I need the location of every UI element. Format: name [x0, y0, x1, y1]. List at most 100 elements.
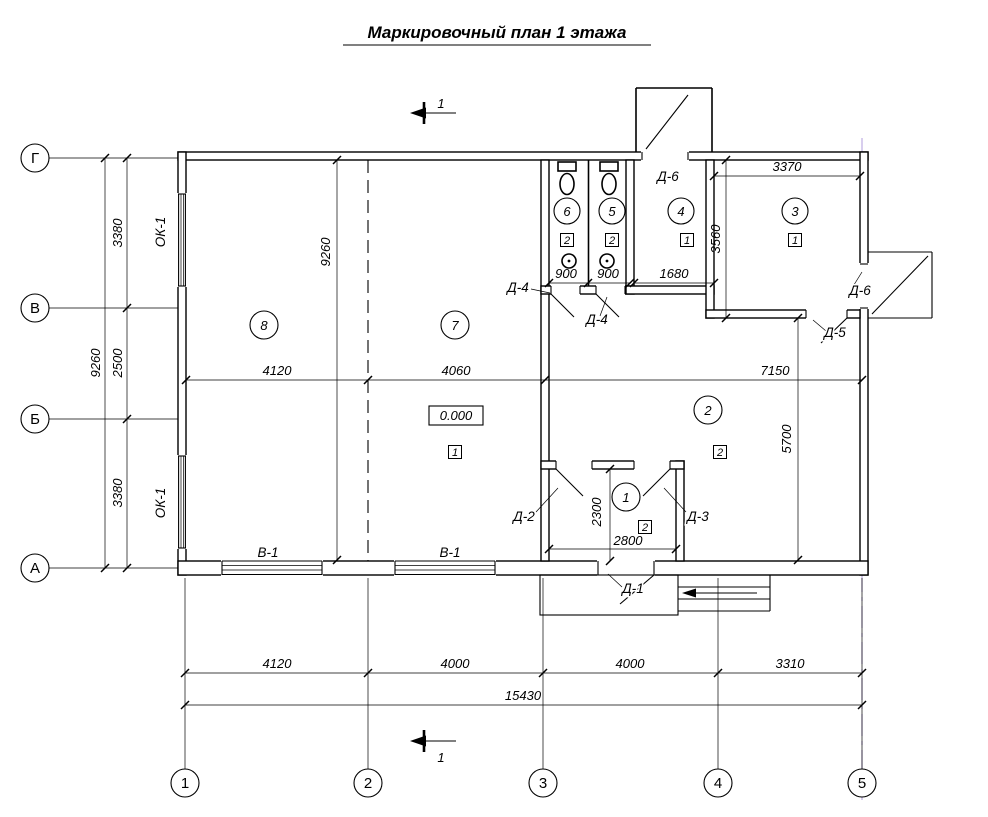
sink-drain-icon	[605, 259, 609, 263]
door-openings	[550, 151, 869, 577]
room-circle-8	[249, 310, 279, 340]
toilet-icon	[559, 172, 575, 196]
dim-room4-width: 1680	[660, 266, 690, 281]
room-circle-2	[693, 395, 723, 425]
elevation-value: 0.000	[440, 408, 473, 423]
dim-vestibule-width: 2800	[613, 533, 644, 548]
door-label-d2: Д-2	[511, 509, 535, 524]
dim-room2-height: 5700	[779, 424, 794, 454]
room-number-7: 7	[451, 318, 459, 333]
dim-room3-width: 3370	[773, 159, 803, 174]
row-axes: Г В Б А	[20, 143, 186, 583]
room-circle-5	[598, 197, 626, 225]
axis-circle-5	[847, 768, 877, 798]
elevation-mark: 0.000	[428, 405, 484, 426]
axis-circle-1	[170, 768, 200, 798]
toilet-icon	[599, 161, 619, 172]
axis-label-2: 2	[364, 775, 372, 792]
section-label-top: 1	[437, 96, 444, 111]
outer-walls	[177, 151, 869, 576]
axis-circle-g	[20, 143, 50, 173]
room-circle-4	[667, 197, 695, 225]
dim-interior-height: 9260	[318, 237, 333, 267]
floor-type-value: 2	[608, 235, 615, 247]
axis-circle-4	[703, 768, 733, 798]
axis-label-3: 3	[539, 775, 547, 792]
dim-bottom-3: 4000	[616, 656, 646, 671]
axis-circle-b	[20, 404, 50, 434]
floor-type-square	[605, 233, 619, 247]
section-mark-bottom: 1	[410, 730, 456, 765]
axis-label-b: Б	[30, 411, 40, 428]
section-arrow-icon	[410, 107, 426, 119]
steps-direction-arrow-icon	[682, 588, 696, 598]
axis-label-4: 4	[714, 775, 722, 792]
room-number-2: 2	[703, 403, 712, 418]
right-porch	[868, 251, 933, 319]
room-number-1: 1	[622, 490, 629, 505]
door-label-d6-top: Д-6	[655, 169, 679, 184]
floor-type-square	[788, 233, 802, 247]
room-circle-3	[781, 197, 809, 225]
leader-lines	[530, 271, 863, 588]
floor-type-square	[713, 445, 727, 459]
floor-type-square	[560, 233, 574, 247]
axis-label-v: В	[30, 300, 40, 317]
room-number-4: 4	[677, 204, 684, 219]
dim-room4-height: 3560	[708, 224, 723, 254]
door-label-d4-b: Д-4	[584, 312, 608, 327]
axis-label-1: 1	[181, 775, 189, 792]
dim-bottom-4: 3310	[776, 656, 806, 671]
axis-label-5: 5	[858, 775, 866, 792]
axis-circle-2	[353, 768, 383, 798]
door-label-d4-a: Д-4	[505, 280, 529, 295]
floor-type-square	[680, 233, 694, 247]
drawing-title: Маркировочный план 1 этажа	[368, 23, 627, 42]
floor-type-value: 1	[452, 447, 458, 459]
door-label-d3: Д-3	[685, 509, 709, 524]
floor-type-value: 1	[792, 235, 798, 247]
interior-walls	[367, 159, 861, 562]
dim-left-mid: 2500	[110, 348, 125, 379]
windows	[177, 193, 496, 576]
floor-type-value: 2	[641, 522, 648, 534]
dimension-labels: 9260 3380 2500 3380 9260 3370 3560 1680 …	[88, 159, 805, 703]
door-label-d1: Д-1	[620, 581, 644, 596]
room-circle-6	[553, 197, 581, 225]
top-porch	[635, 87, 713, 152]
floor-type-markers: 2 2 1 1 1 2 2	[448, 233, 802, 534]
door-label-d6-right: Д-6	[847, 283, 871, 298]
window-label-ok1-top: ОК-1	[153, 217, 168, 247]
floor-type-value: 2	[716, 447, 723, 459]
dim-bottom-total: 15430	[505, 688, 542, 703]
dim-left-total: 9260	[88, 348, 103, 378]
title-block: Маркировочный план 1 этажа	[343, 23, 651, 46]
room-number-8: 8	[260, 318, 268, 333]
room-markers: 8 7 6 5 4 3 2 1	[249, 197, 809, 512]
section-label-bottom: 1	[437, 750, 444, 765]
dim-left-bottom: 3380	[110, 478, 125, 508]
dim-left-top: 3380	[110, 218, 125, 248]
sanitary-fixtures	[557, 161, 619, 269]
axis-circle-a	[20, 553, 50, 583]
dim-mid-center: 4060	[442, 363, 472, 378]
toilet-icon	[601, 172, 617, 196]
dim-vestibule-height: 2300	[589, 497, 604, 528]
sink-drain-icon	[567, 259, 571, 263]
window-label-v1-right: В-1	[439, 545, 460, 560]
room-number-3: 3	[791, 204, 799, 219]
opening-labels: ОК-1 ОК-1 В-1 В-1 Д-4 Д-4 Д-6 Д-6 Д-5 Д-…	[152, 168, 873, 598]
door-leaves	[550, 94, 929, 605]
dim-mid-left: 4120	[263, 363, 293, 378]
section-arrow-icon	[410, 735, 426, 747]
dim-wc-left: 900	[555, 266, 577, 281]
axis-circle-3	[528, 768, 558, 798]
axis-label-g: Г	[31, 150, 39, 167]
window-label-v1-left: В-1	[257, 545, 278, 560]
dimension-lines	[100, 153, 867, 710]
section-mark-top: 1	[410, 96, 456, 124]
entrance-steps	[539, 574, 771, 616]
door-label-d5: Д-5	[822, 325, 846, 340]
dim-wc-right: 900	[597, 266, 619, 281]
